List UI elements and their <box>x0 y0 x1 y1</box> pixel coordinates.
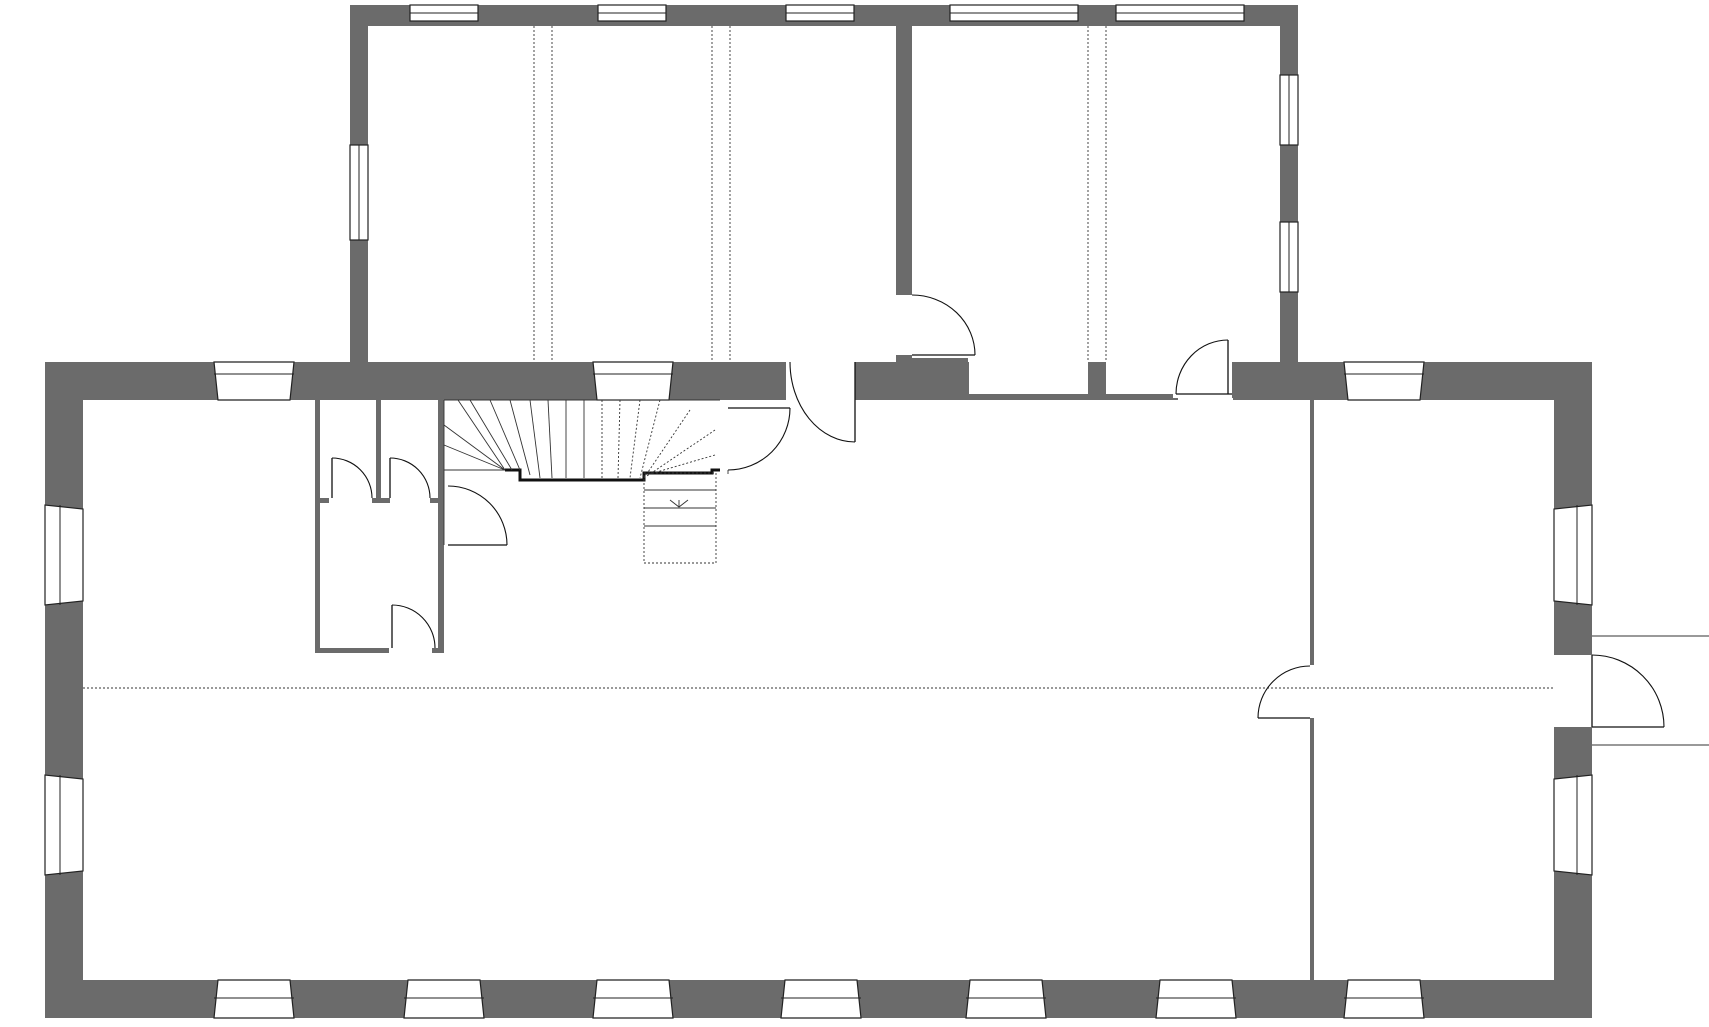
windows-east <box>1553 504 1593 876</box>
stair-door <box>727 407 791 474</box>
partition-door <box>1257 665 1311 719</box>
window <box>949 4 1079 22</box>
window <box>597 4 667 22</box>
window <box>592 361 674 401</box>
door <box>389 457 431 499</box>
window <box>965 979 1047 1019</box>
door <box>391 604 436 649</box>
window <box>780 979 862 1019</box>
annex-beam-lines <box>533 26 1107 362</box>
window <box>409 4 479 22</box>
east-partition <box>1310 400 1314 980</box>
window <box>44 774 84 876</box>
windows-north-main <box>213 361 1425 401</box>
annex-door-south <box>1175 339 1232 395</box>
east-exterior-door <box>1591 635 1709 746</box>
window <box>1343 361 1425 401</box>
window <box>213 361 295 401</box>
closet-doors <box>331 457 508 649</box>
window <box>1553 504 1593 606</box>
window <box>1279 74 1299 146</box>
main-building-walls <box>45 362 1592 1018</box>
closets <box>315 400 444 653</box>
window <box>403 979 485 1019</box>
annex-right-inner-walls <box>912 358 1236 398</box>
window <box>44 504 84 606</box>
annex-left-walls <box>350 5 912 362</box>
windows-annex <box>349 4 1299 293</box>
door <box>331 457 373 499</box>
staircase <box>443 399 720 564</box>
annex-right-walls <box>905 5 1298 362</box>
window <box>1553 774 1593 876</box>
corridor-door <box>789 361 856 443</box>
window <box>349 144 369 241</box>
annex-door-west <box>911 294 976 356</box>
window <box>1343 979 1425 1019</box>
door <box>447 485 508 546</box>
annex-south-wall-segments <box>296 362 1292 400</box>
window <box>213 979 295 1019</box>
windows-south <box>213 979 1425 1019</box>
windows-west <box>44 504 84 876</box>
window <box>592 979 674 1019</box>
window <box>785 4 855 22</box>
window <box>1155 979 1237 1019</box>
window <box>1279 221 1299 293</box>
window <box>1115 4 1245 22</box>
